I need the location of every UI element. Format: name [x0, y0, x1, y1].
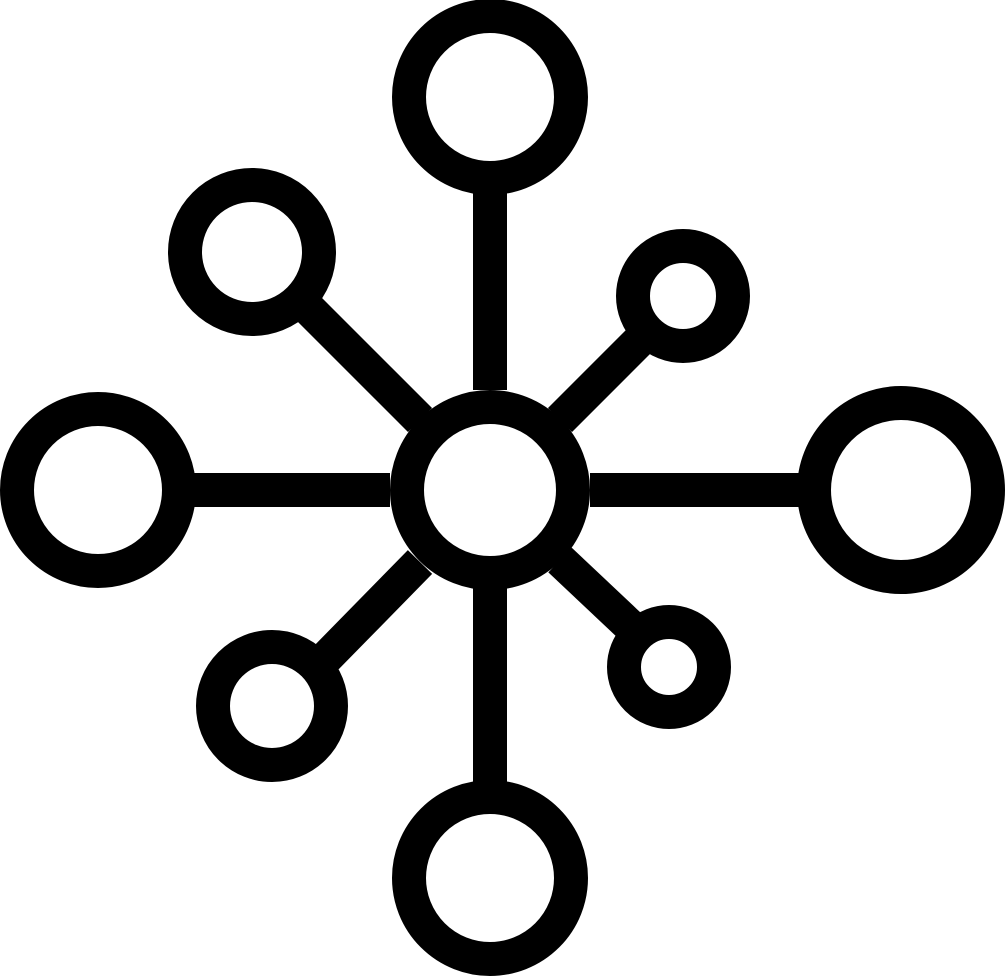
node-top [392, 0, 588, 195]
node-bottom [392, 780, 588, 976]
node-left [0, 392, 196, 588]
spoke-upper-left [292, 292, 433, 433]
spoke-lower-left [309, 550, 433, 674]
node-right [797, 386, 1005, 594]
node-center [390, 390, 590, 590]
node-lower-right [607, 605, 731, 729]
node-upper-left [168, 168, 336, 336]
node-upper-right [616, 229, 750, 363]
node-lower-left [196, 630, 348, 782]
spoke-lower-right [548, 547, 642, 639]
connector-lines [193, 180, 810, 785]
spoke-upper-right [547, 327, 653, 433]
